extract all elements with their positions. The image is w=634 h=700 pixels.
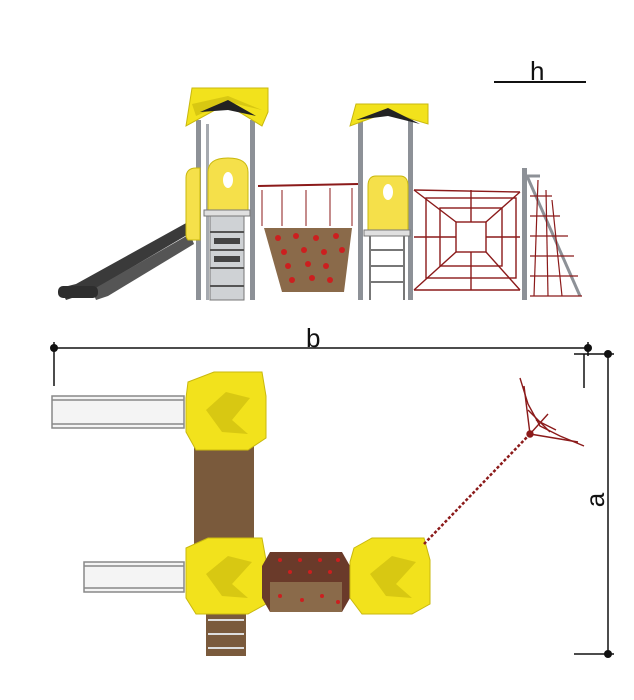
ladder-plan bbox=[208, 619, 244, 649]
dimension-b bbox=[53, 342, 589, 386]
climbing-wall-elevation bbox=[257, 183, 359, 292]
right-tower bbox=[349, 103, 429, 300]
slide-plan-upper bbox=[51, 395, 185, 429]
roof-plan-lower-left bbox=[185, 537, 267, 615]
net-frame-elevation bbox=[522, 168, 582, 300]
slide-plan-lower bbox=[83, 561, 185, 593]
roof-plan-upper-left bbox=[185, 371, 267, 451]
dimension-b-end-dot bbox=[584, 344, 592, 352]
slide-elevation bbox=[58, 222, 194, 300]
climbing-wall-plan bbox=[262, 552, 350, 612]
elevation-view bbox=[58, 81, 586, 301]
walkway-plan bbox=[194, 442, 254, 548]
dimension-label-b: b bbox=[306, 323, 321, 353]
dimension-a-start-dot bbox=[604, 350, 612, 358]
net-bridge-elevation bbox=[413, 189, 521, 291]
left-tower bbox=[185, 87, 269, 301]
roof-plan-right bbox=[349, 537, 431, 615]
dimension-label-a: a bbox=[580, 492, 611, 508]
net-bridge-plan bbox=[423, 433, 531, 545]
dimension-a-end-dot bbox=[604, 650, 612, 658]
plan-view bbox=[50, 342, 614, 658]
dimension-label-h: h bbox=[530, 56, 545, 86]
dimension-b-start-dot bbox=[50, 344, 58, 352]
net-frame-plan bbox=[519, 377, 585, 447]
